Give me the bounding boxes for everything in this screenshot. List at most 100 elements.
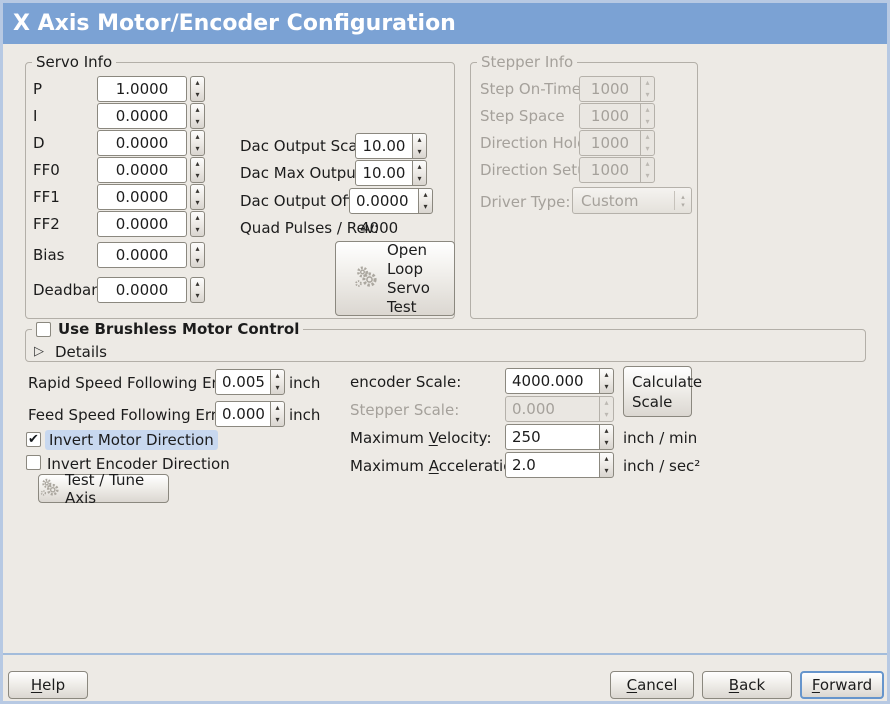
spin-up-icon[interactable]: ▴ <box>275 403 280 412</box>
spin-up-icon[interactable]: ▴ <box>195 78 200 87</box>
feed-error-input[interactable] <box>216 402 270 426</box>
invert-motor-label[interactable]: Invert Motor Direction <box>45 430 218 450</box>
spin-up-icon[interactable]: ▴ <box>417 135 422 144</box>
spin-down-icon[interactable]: ▾ <box>423 202 428 211</box>
help-button[interactable]: Help <box>8 671 88 699</box>
spin-down-icon[interactable]: ▾ <box>275 383 280 392</box>
spin-up-icon[interactable]: ▴ <box>195 213 200 222</box>
spin-down-icon[interactable]: ▾ <box>195 171 200 180</box>
p-input[interactable] <box>98 77 186 101</box>
max-acceleration-spinbox[interactable]: ▴▾ <box>505 452 614 478</box>
invert-motor-checkbox[interactable]: ✔ <box>26 432 41 447</box>
encoder-scale-input[interactable] <box>506 369 599 393</box>
max-velocity-spinbox[interactable]: ▴▾ <box>505 424 614 450</box>
spin-down-icon[interactable]: ▾ <box>275 415 280 424</box>
ff1-spinbox[interactable]: ▴▾ <box>97 184 205 210</box>
spin-down-icon[interactable]: ▾ <box>195 198 200 207</box>
i-spin-buttons[interactable]: ▴▾ <box>190 103 205 129</box>
p-spin-buttons[interactable]: ▴▾ <box>190 76 205 102</box>
spin-up-icon[interactable]: ▴ <box>195 244 200 253</box>
max-acceleration-input[interactable] <box>506 453 599 477</box>
dac-output-offset-spinbox[interactable]: ▴▾ <box>349 188 433 214</box>
spin-up-icon[interactable]: ▴ <box>604 454 609 463</box>
dac-output-offset-spin-buttons[interactable]: ▴▾ <box>418 188 433 214</box>
spin-up-icon[interactable]: ▴ <box>195 159 200 168</box>
ff2-spinbox[interactable]: ▴▾ <box>97 211 205 237</box>
spin-down-icon[interactable]: ▾ <box>195 225 200 234</box>
dac-output-offset-input[interactable] <box>350 189 418 213</box>
spin-up-icon[interactable]: ▴ <box>195 186 200 195</box>
details-expander-icon[interactable]: ▷ <box>34 344 44 359</box>
deadband-spin-buttons[interactable]: ▴▾ <box>190 277 205 303</box>
i-spinbox[interactable]: ▴▾ <box>97 103 205 129</box>
spin-down-icon[interactable]: ▾ <box>604 382 609 391</box>
calculate-scale-button[interactable]: Calculate Scale <box>623 366 702 417</box>
spin-down-icon[interactable]: ▾ <box>604 466 609 475</box>
rapid-error-input[interactable] <box>216 370 270 394</box>
spin-up-icon[interactable]: ▴ <box>604 426 609 435</box>
p-spinbox[interactable]: ▴▾ <box>97 76 205 102</box>
encoder-scale-spinbox[interactable]: ▴▾ <box>505 368 614 394</box>
rapid-error-spin-buttons[interactable]: ▴▾ <box>270 369 285 395</box>
spin-down-icon[interactable]: ▾ <box>195 117 200 126</box>
back-button[interactable]: Back <box>702 671 792 699</box>
dac-output-scale-spinbox[interactable]: ▴▾ <box>355 133 427 159</box>
servo-info-frame: Servo Info <box>25 53 455 319</box>
dac-max-output-spinbox[interactable]: ▴▾ <box>355 160 427 186</box>
ff0-spin-buttons[interactable]: ▴▾ <box>190 157 205 183</box>
invert-encoder-label[interactable]: Invert Encoder Direction <box>47 455 230 473</box>
bias-spinbox[interactable]: ▴▾ <box>97 242 205 268</box>
spin-down-icon[interactable]: ▾ <box>417 147 422 156</box>
max-acceleration-spin-buttons[interactable]: ▴▾ <box>599 452 614 478</box>
spin-up-icon[interactable]: ▴ <box>604 370 609 379</box>
bias-spin-buttons[interactable]: ▴▾ <box>190 242 205 268</box>
feed-error-spinbox[interactable]: ▴▾ <box>215 401 285 427</box>
dac-output-scale-spin-buttons[interactable]: ▴▾ <box>412 133 427 159</box>
test-tune-axis-button[interactable]: Test / Tune Axis <box>38 471 169 507</box>
d-input[interactable] <box>98 131 186 155</box>
deadband-input[interactable] <box>98 278 186 302</box>
spin-up-icon[interactable]: ▴ <box>195 105 200 114</box>
cancel-button[interactable]: Cancel <box>610 671 694 699</box>
ff0-input[interactable] <box>98 158 186 182</box>
spin-down-icon[interactable]: ▾ <box>417 174 422 183</box>
max-acceleration-label: Maximum Acceleration: <box>350 457 527 475</box>
encoder-scale-spin-buttons[interactable]: ▴▾ <box>599 368 614 394</box>
i-input[interactable] <box>98 104 186 128</box>
d-spinbox[interactable]: ▴▾ <box>97 130 205 156</box>
feed-error-spin-buttons[interactable]: ▴▾ <box>270 401 285 427</box>
step-on-time-spin-buttons: ▴▾ <box>640 76 655 102</box>
spin-up-icon[interactable]: ▴ <box>195 279 200 288</box>
dac-max-output-label: Dac Max Output: <box>240 164 367 182</box>
dac-output-scale-input[interactable] <box>356 134 412 158</box>
spin-up-icon[interactable]: ▴ <box>423 190 428 199</box>
spin-down-icon[interactable]: ▾ <box>604 438 609 447</box>
deadband-spinbox[interactable]: ▴▾ <box>97 277 205 303</box>
open-loop-servo-test-button[interactable]: Open Loop Servo Test <box>335 241 455 316</box>
rapid-error-spinbox[interactable]: ▴▾ <box>215 369 285 395</box>
max-velocity-spin-buttons[interactable]: ▴▾ <box>599 424 614 450</box>
spin-down-icon[interactable]: ▾ <box>195 144 200 153</box>
use-brushless-checkbox[interactable] <box>36 321 51 337</box>
spin-up-icon[interactable]: ▴ <box>275 371 280 380</box>
spin-down-icon[interactable]: ▾ <box>195 291 200 300</box>
forward-button[interactable]: Forward <box>800 671 884 699</box>
ff1-input[interactable] <box>98 185 186 209</box>
ff1-spin-buttons[interactable]: ▴▾ <box>190 184 205 210</box>
ff2-spin-buttons[interactable]: ▴▾ <box>190 211 205 237</box>
spin-down-icon[interactable]: ▾ <box>195 90 200 99</box>
invert-encoder-checkbox[interactable] <box>26 455 41 470</box>
bias-input[interactable] <box>98 243 186 267</box>
spin-up-icon[interactable]: ▴ <box>417 162 422 171</box>
combo-arrows-icon: ▴▾ <box>681 192 685 209</box>
d-spin-buttons[interactable]: ▴▾ <box>190 130 205 156</box>
details-expander-label[interactable]: Details <box>55 343 108 361</box>
spin-up-icon[interactable]: ▴ <box>195 132 200 141</box>
dac-max-output-input[interactable] <box>356 161 412 185</box>
ff0-spinbox[interactable]: ▴▾ <box>97 157 205 183</box>
max-velocity-input[interactable] <box>506 425 599 449</box>
spin-down-icon[interactable]: ▾ <box>195 256 200 265</box>
ff2-input[interactable] <box>98 212 186 236</box>
dac-max-output-spin-buttons[interactable]: ▴▾ <box>412 160 427 186</box>
